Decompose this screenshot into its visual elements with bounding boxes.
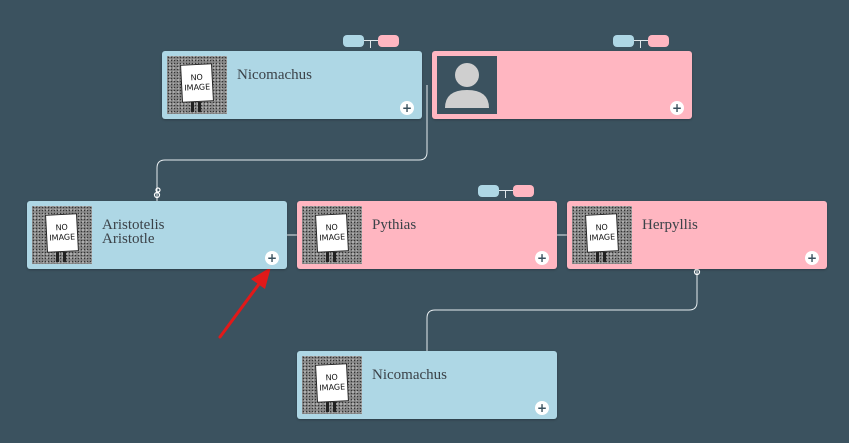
person-name: Aristotelis Aristotle	[102, 217, 165, 247]
mother-to-child-link	[426, 269, 698, 351]
link-knot-icon	[153, 191, 161, 199]
link-knot-icon	[693, 268, 701, 276]
parents-toggle-2[interactable]	[613, 35, 669, 48]
add-relative-button[interactable]: +	[670, 101, 684, 115]
person-silhouette-icon	[437, 56, 497, 114]
parents-toggle-3[interactable]	[478, 185, 534, 198]
add-relative-button[interactable]: +	[535, 401, 549, 415]
person-name: Herpyllis	[642, 217, 698, 233]
add-relative-button[interactable]: +	[535, 251, 549, 265]
red-annotation-arrow	[218, 267, 271, 339]
add-relative-button[interactable]: +	[805, 251, 819, 265]
person-name: Nicomachus	[237, 67, 312, 83]
person-card-unknown[interactable]: +	[432, 51, 692, 119]
person-name: Pythias	[372, 217, 417, 233]
person-name: Nicomachus	[372, 367, 447, 383]
add-relative-button[interactable]: +	[400, 101, 414, 115]
add-relative-button[interactable]: +	[265, 251, 279, 265]
parents-toggle-1[interactable]	[343, 35, 399, 48]
